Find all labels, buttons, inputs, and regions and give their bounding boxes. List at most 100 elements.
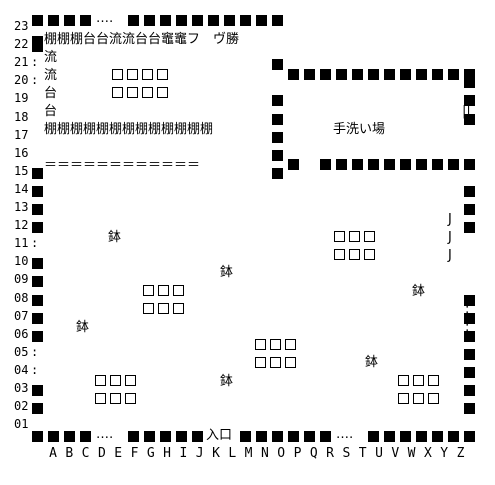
- row-label-01: 01: [14, 417, 29, 432]
- wall-block: [352, 69, 363, 80]
- wall-block: [32, 258, 43, 270]
- column-label-X: X: [423, 446, 432, 461]
- row-label-08: 08: [14, 290, 29, 305]
- column-label-J: J: [195, 446, 204, 461]
- bowl-label: 鉢: [76, 320, 90, 335]
- table-box: [270, 357, 281, 368]
- wall-block: [272, 95, 283, 107]
- table-box: [157, 87, 168, 98]
- wall-block: [144, 431, 155, 442]
- wall-block: [32, 36, 43, 47]
- row17-shelves: 棚棚棚棚棚棚棚棚棚棚棚棚棚: [44, 122, 214, 137]
- column-label-L: L: [228, 446, 237, 461]
- wall-block: [464, 69, 475, 80]
- dots-bottom-left: ‥‥: [96, 427, 114, 442]
- row-label-23: 23: [14, 19, 29, 33]
- table-box: [173, 285, 184, 296]
- wall-block: [336, 159, 347, 170]
- table-box: [285, 339, 296, 350]
- j-mark: J: [448, 230, 452, 245]
- wall-block: [272, 167, 283, 179]
- column-label-M: M: [244, 446, 253, 461]
- column-label-B: B: [65, 446, 74, 461]
- column-label-U: U: [375, 446, 383, 461]
- table-box: [349, 231, 360, 242]
- row-colon: :: [31, 236, 39, 251]
- column-label-A: A: [49, 446, 57, 461]
- wall-block: [464, 185, 475, 197]
- row15-line: ＝＝＝＝＝＝＝＝＝＝＝＝: [44, 158, 201, 173]
- row-colon: :: [31, 73, 39, 88]
- table-box: [255, 339, 266, 350]
- wall-block: [400, 159, 411, 170]
- table-box: [158, 303, 169, 314]
- bowl-label: 鉢: [412, 284, 426, 299]
- wall-block: [32, 204, 43, 215]
- wall-block: [368, 431, 379, 442]
- wall-block: [192, 15, 203, 26]
- wall-block: [32, 385, 43, 396]
- wall-block: [32, 294, 43, 306]
- right-colon: :: [465, 320, 470, 335]
- row-label-09: 09: [14, 272, 29, 287]
- table-box: [398, 375, 409, 386]
- row19-counter: 台: [44, 86, 58, 101]
- table-box: [158, 285, 169, 296]
- washroom-label: 手洗い場: [333, 122, 386, 137]
- wall-block: [464, 113, 475, 125]
- wall-block: [64, 15, 75, 26]
- column-label-Z: Z: [456, 446, 465, 461]
- wall-block: [464, 294, 475, 306]
- table-box: [142, 69, 153, 80]
- wall-block: [432, 159, 443, 170]
- wall-block: [32, 431, 43, 442]
- row-colon: :: [31, 55, 39, 70]
- wall-block: [32, 403, 43, 415]
- table-box: [270, 339, 281, 350]
- row-label-10: 10: [14, 254, 29, 269]
- column-label-T: T: [358, 446, 367, 461]
- wall-block: [32, 312, 43, 324]
- column-label-C: C: [81, 446, 90, 461]
- row-colon: :: [31, 362, 39, 377]
- column-label-O: O: [277, 446, 286, 461]
- table-box: [349, 249, 360, 260]
- wall-block: [368, 159, 379, 170]
- bowl-label: 鉢: [108, 230, 122, 245]
- row-label-12: 12: [14, 218, 29, 233]
- column-label-Q: Q: [309, 446, 318, 461]
- wall-block: [448, 69, 459, 80]
- wall-block: [320, 431, 331, 442]
- wall-block: [32, 330, 43, 342]
- row-label-22: 22: [14, 37, 29, 52]
- column-label-E: E: [114, 446, 123, 461]
- column-label-N: N: [260, 446, 269, 461]
- column-label-S: S: [342, 446, 351, 461]
- row-label-18: 18: [14, 109, 29, 124]
- column-label-F: F: [130, 446, 139, 461]
- column-label-G: G: [146, 446, 155, 461]
- wall-block: [256, 15, 267, 26]
- dots-top: ‥‥: [96, 11, 114, 26]
- table-box: [142, 87, 153, 98]
- table-box: [127, 87, 138, 98]
- wall-block: [368, 69, 379, 80]
- column-label-K: K: [212, 446, 220, 461]
- table-box: [285, 357, 296, 368]
- row-label-11: 11: [14, 236, 29, 251]
- wall-block: [464, 204, 475, 215]
- wall-block: [272, 131, 283, 143]
- wall-block: [448, 159, 459, 170]
- wall-block: [464, 431, 475, 442]
- wall-block: [352, 159, 363, 170]
- wall-block: [176, 15, 187, 26]
- wall-block: [304, 431, 315, 442]
- row-colon: :: [31, 344, 39, 359]
- wall-block: [128, 15, 139, 26]
- table-box: [143, 285, 154, 296]
- row-label-04: 04: [14, 362, 29, 377]
- row-label-03: 03: [14, 381, 29, 395]
- wall-block: [192, 431, 203, 442]
- wall-block: [240, 15, 251, 26]
